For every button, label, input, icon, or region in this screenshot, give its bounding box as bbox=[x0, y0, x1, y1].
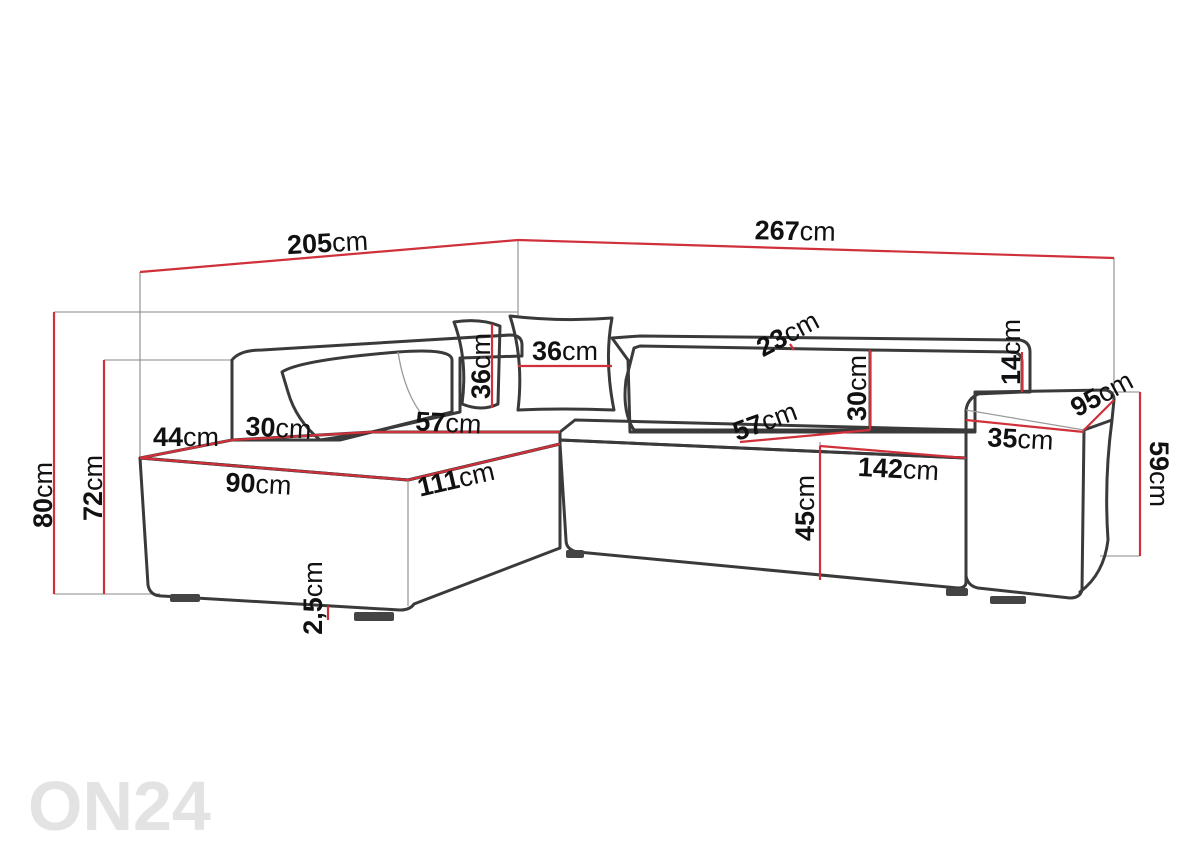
left-back-cushion bbox=[280, 349, 454, 442]
armrest-side bbox=[1078, 418, 1114, 594]
label-142: 142cm bbox=[857, 452, 940, 486]
right-backrest bbox=[610, 334, 1032, 434]
label-45: 45cm bbox=[790, 475, 820, 541]
dim-line-57-right bbox=[739, 428, 871, 444]
dim-line-35 bbox=[965, 418, 1085, 434]
leg-1 bbox=[170, 594, 200, 602]
pillow-right bbox=[508, 314, 616, 412]
chaise-front bbox=[138, 442, 562, 612]
dimension-lines bbox=[52, 238, 1142, 620]
label-35: 35cm bbox=[987, 422, 1055, 455]
leg-2 bbox=[354, 612, 394, 621]
dim-line-30-left bbox=[231, 430, 373, 442]
label-267: 267cm bbox=[754, 215, 836, 246]
dim-line-90 bbox=[139, 456, 409, 482]
label-59: 59cm bbox=[1144, 441, 1174, 507]
main-seat-front bbox=[558, 438, 968, 590]
label-14: 14cm bbox=[996, 319, 1026, 385]
dim-line-205 bbox=[139, 238, 519, 274]
label-111: 111cm bbox=[415, 456, 498, 503]
label-44: 44cm bbox=[153, 422, 219, 452]
extension-lines bbox=[54, 240, 1140, 595]
leg-5 bbox=[990, 596, 1026, 604]
dim-line-44 bbox=[139, 438, 233, 460]
label-72: 72cm bbox=[78, 455, 108, 521]
dim-line-95 bbox=[1083, 399, 1115, 431]
label-205: 205cm bbox=[286, 226, 369, 260]
label-23: 23cm bbox=[752, 305, 824, 362]
label-2-5: 2,5cm bbox=[298, 561, 328, 635]
label-90: 90cm bbox=[225, 467, 293, 500]
label-30-right: 30cm bbox=[842, 355, 872, 421]
label-80: 80cm bbox=[28, 462, 58, 528]
leg-3 bbox=[566, 550, 584, 558]
dimension-labels: 205cm 267cm 80cm 72cm 44cm 30cm 57cm 90c… bbox=[28, 215, 1174, 634]
label-30-left: 30cm bbox=[245, 411, 313, 444]
label-95: 95cm bbox=[1066, 365, 1138, 422]
label-36-horizontal: 36cm bbox=[532, 336, 598, 366]
dim-line-23 bbox=[789, 343, 795, 351]
leg-4 bbox=[946, 588, 968, 596]
dim-line-267 bbox=[517, 238, 1115, 260]
sofa-outline bbox=[138, 314, 1116, 621]
label-36-vertical: 36cm bbox=[466, 333, 496, 399]
dim-line-142 bbox=[819, 444, 967, 460]
dim-line-111 bbox=[407, 442, 561, 482]
pillow-left bbox=[452, 319, 502, 410]
watermark-logo: ON24 bbox=[28, 767, 211, 845]
label-57-left: 57cm bbox=[415, 406, 483, 439]
